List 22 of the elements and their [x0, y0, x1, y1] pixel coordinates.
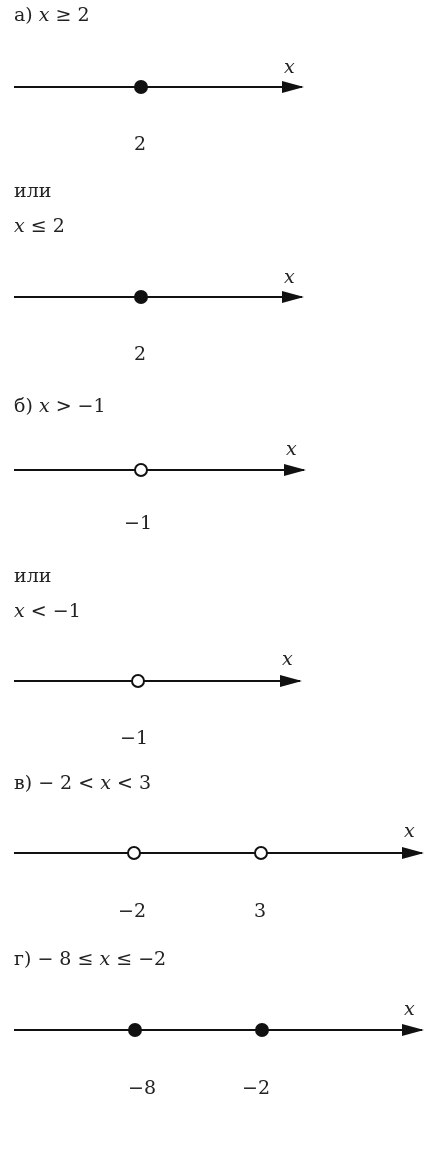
axis-label: x	[284, 56, 295, 77]
condition-text: б) x > −1	[14, 395, 106, 416]
point-value: −8	[128, 1077, 156, 1098]
condition-text: в) − 2 < x < 3	[14, 772, 151, 793]
condition-text: x < −1	[14, 600, 81, 621]
point-value: 2	[134, 133, 147, 154]
axis-label: x	[404, 820, 415, 841]
condition-text: г) − 8 ≤ x ≤ −2	[14, 948, 167, 969]
condition-text: x ≤ 2	[14, 215, 65, 236]
point-value: −1	[124, 512, 152, 533]
axis-label: x	[286, 438, 297, 459]
axis-label: x	[282, 648, 293, 669]
axis-label: x	[404, 998, 415, 1019]
point-value: 2	[134, 343, 147, 364]
point-value: −2	[118, 900, 146, 921]
condition-text: или	[14, 565, 52, 586]
point-value: −1	[120, 727, 148, 748]
condition-text: или	[14, 180, 52, 201]
axis-label: x	[284, 266, 295, 287]
condition-text: а) x ≥ 2	[14, 4, 90, 25]
point-value: 3	[254, 900, 267, 921]
point-value: −2	[242, 1077, 270, 1098]
